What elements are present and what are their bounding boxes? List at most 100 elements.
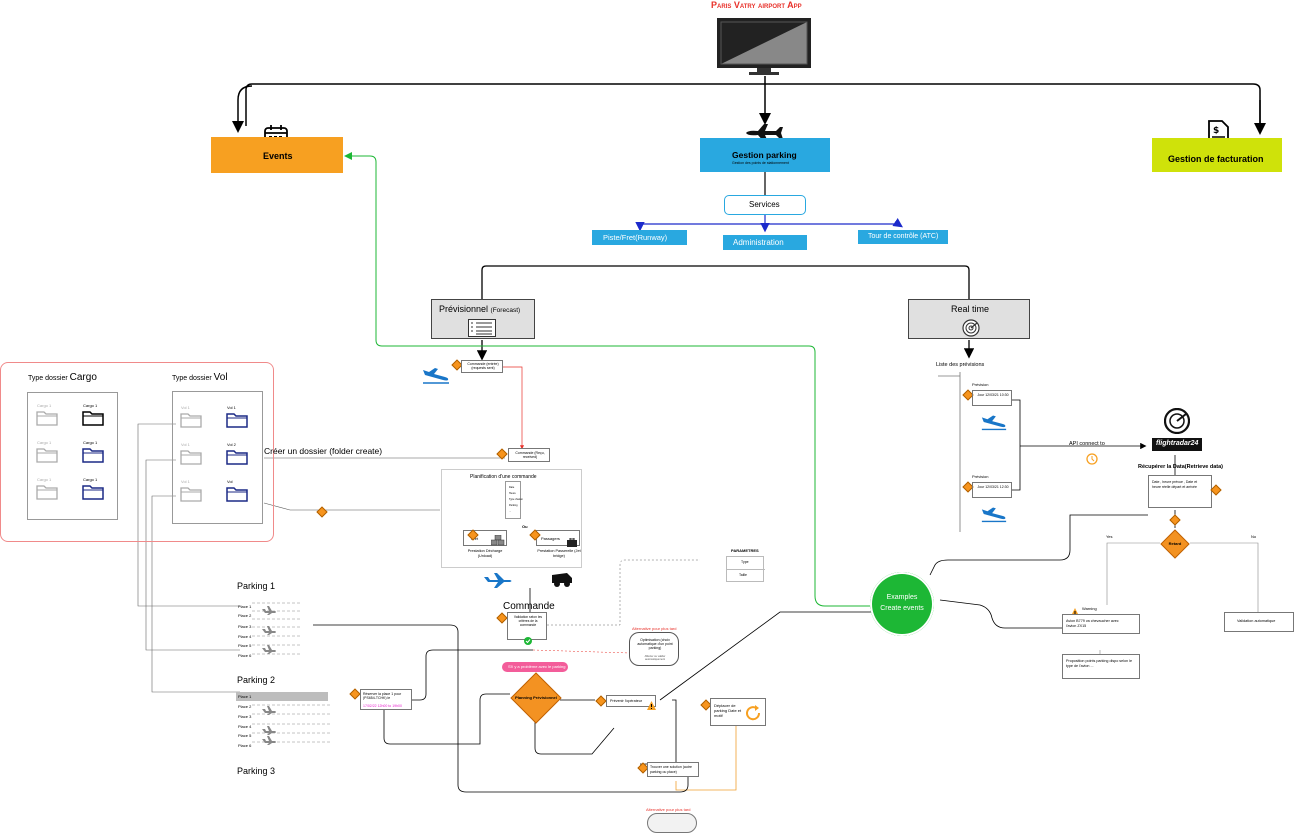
validation-auto-box[interactable]: Validation automatique: [1224, 612, 1294, 632]
future-pill[interactable]: [647, 813, 697, 833]
validation-box[interactable]: Validation selon les critères de la comm…: [507, 612, 547, 645]
folder-icon[interactable]: [180, 412, 202, 433]
deplacer-box[interactable]: Déplacer de parking Date et motif: [710, 698, 766, 726]
cargo-panel: [27, 392, 118, 520]
cargo-plane-icon: [482, 571, 514, 594]
parking-2-place-5: Place 5: [238, 733, 252, 738]
rt-item-1-box[interactable]: Jour 12/03/21 10:30: [972, 390, 1012, 406]
previsionnel-title: Prévisionnel (Forecast): [439, 304, 520, 314]
cargo-grey-label-3: Cargo 1: [37, 477, 52, 482]
sync-icon: [1085, 452, 1099, 471]
service-admin[interactable]: Administration: [723, 235, 807, 250]
passagers-box[interactable]: Passagers: [536, 530, 580, 547]
folder-icon[interactable]: [82, 484, 104, 505]
recuperer-label: Récupérer la Data(Retrieve data): [1138, 464, 1223, 470]
folder-icon[interactable]: [36, 410, 58, 431]
service-tour[interactable]: Tour de contrôle (ATC): [858, 230, 948, 244]
realtime-title: Real time: [951, 304, 990, 314]
cargo-dark-label-3: Cargo 1: [83, 477, 98, 482]
parking-2-place-4: Place 4: [238, 724, 252, 729]
check-icon: [524, 632, 532, 650]
parking-3-title: Parking 3: [237, 766, 276, 776]
warning-label: Warning: [1082, 606, 1097, 611]
folder-icon[interactable]: [226, 486, 248, 507]
cargo-grey-label-2: Cargo 1: [37, 440, 52, 445]
param-type: Type: [741, 560, 749, 564]
parking-1-place-4: Place 4: [238, 634, 252, 639]
data-box[interactable]: Date , heure prévue , Date et heure réel…: [1148, 475, 1212, 508]
trouver-box[interactable]: Trouver une solution (autre parking ou p…: [647, 762, 699, 777]
folder-icon[interactable]: [82, 447, 104, 468]
facturation-box[interactable]: Gestion de facturation: [1152, 138, 1282, 172]
radar-icon: [1163, 407, 1191, 439]
warning-box[interactable]: Avion B779 va chevaucher avec l'avion ZX…: [1062, 614, 1140, 634]
folder-icon[interactable]: [36, 447, 58, 468]
gestion-parking-box[interactable]: Gestion parking Gestion des points de st…: [700, 138, 830, 172]
vol-grey-label-1: Vol 1: [181, 405, 190, 410]
optimisation-text: Optimisation (choix automatique d'un poi…: [637, 638, 673, 651]
cargo-title-pre: Type dossier: [28, 375, 70, 382]
folder-icon[interactable]: [226, 412, 248, 433]
events-box[interactable]: Events: [211, 137, 343, 173]
rt-item-2-box[interactable]: Jour 12/03/21 12:30: [972, 482, 1012, 498]
parking-1-place-5: Place 5: [238, 643, 252, 648]
vol-panel: [172, 391, 263, 524]
gestion-parking-sub: Gestion des points de stationnement: [732, 161, 789, 165]
warning-icon: [647, 697, 656, 715]
retard-diamond[interactable]: Retard: [1160, 529, 1190, 559]
planning-diamond[interactable]: Planning Prévisionnel: [510, 672, 562, 724]
services-label: Services: [749, 200, 780, 209]
facturation-label: Gestion de facturation: [1168, 154, 1264, 164]
service-piste[interactable]: Piste/Fret(Runway): [592, 230, 687, 245]
monitor-icon: [717, 18, 811, 76]
vol-title-big: Vol: [213, 372, 228, 383]
vol-grey-label-3: Vol 1: [181, 479, 190, 484]
proposition-box[interactable]: Proposition points parking dispo selon l…: [1062, 654, 1140, 679]
commande-entree-text: Commande (entrée) (requests sent): [467, 362, 499, 370]
commande-entree-box[interactable]: Commande (entrée) (requests sent): [461, 360, 503, 373]
folder-icon[interactable]: [180, 449, 202, 470]
parking-2-place-1: Place 1: [238, 694, 252, 699]
parked-plane-icon: [261, 722, 277, 740]
examples-line2: Create events: [880, 605, 924, 612]
rt-item-1-label: Prévision: [972, 382, 989, 387]
alt-plus-tard-2: Alternative pour plus tard: [646, 807, 691, 812]
realtime-list-label: Liste des prévisions: [936, 362, 985, 368]
planif-item-1: Date: [509, 486, 515, 489]
optimisation-box[interactable]: Optimisation (choix automatique d'un poi…: [629, 632, 679, 666]
examples-line1: Examples: [886, 594, 918, 601]
flightradar-logo: flightradar24: [1152, 438, 1202, 451]
commande-recue-text: Commande (Reçu, received): [515, 451, 545, 459]
suitcase-icon: [567, 534, 577, 552]
gestion-parking-label: Gestion parking: [732, 150, 797, 160]
vol-dark-label-1: Vol 1: [227, 405, 236, 410]
parking-2-highlight: [236, 692, 328, 701]
folder-icon[interactable]: [36, 484, 58, 505]
examples-circle[interactable]: Examples Create events: [870, 572, 934, 636]
create-folder-label: Créer un dossier (folder create): [264, 446, 383, 456]
prevenir-box[interactable]: Prévenir l'opérateur: [606, 695, 656, 710]
folder-icon[interactable]: [180, 486, 202, 507]
boxes-icon: [490, 533, 505, 551]
planification-checklist: Date Heure Type d'avion Parking ...: [505, 481, 523, 519]
prestation-dech: Prestation Décharge (Unload): [467, 549, 503, 558]
dossiers-container: [0, 362, 274, 542]
realtime-box[interactable]: Real time: [908, 299, 1030, 339]
folder-icon[interactable]: [82, 410, 104, 431]
parked-plane-icon: [261, 622, 277, 640]
cargo-title-big: Cargo: [69, 372, 97, 383]
commande-recue-box[interactable]: Commande (Reçu, received): [508, 448, 550, 462]
no-label: No: [1251, 534, 1257, 539]
reserver-box[interactable]: Réserver la place 1 pour (PS654-TCHK) le…: [360, 689, 412, 710]
vol-grey-label-2: Vol 1: [181, 442, 190, 447]
service-piste-label: Piste/Fret(Runway): [603, 233, 668, 242]
folder-icon[interactable]: [226, 449, 248, 470]
cargo-title: Type dossier Cargo: [28, 372, 97, 383]
flightradar-text: flightradar24: [1156, 440, 1199, 447]
deplacer-text: Déplacer de parking Date et motif: [714, 703, 742, 718]
alt-plus-tard-label: Alternative pour plus tard: [632, 626, 677, 631]
landing-plane-icon: [980, 413, 1008, 436]
previsionnel-main: Prévisionnel: [439, 304, 489, 314]
services-box[interactable]: Services: [724, 195, 806, 215]
previsionnel-box[interactable]: Prévisionnel (Forecast): [431, 299, 535, 339]
